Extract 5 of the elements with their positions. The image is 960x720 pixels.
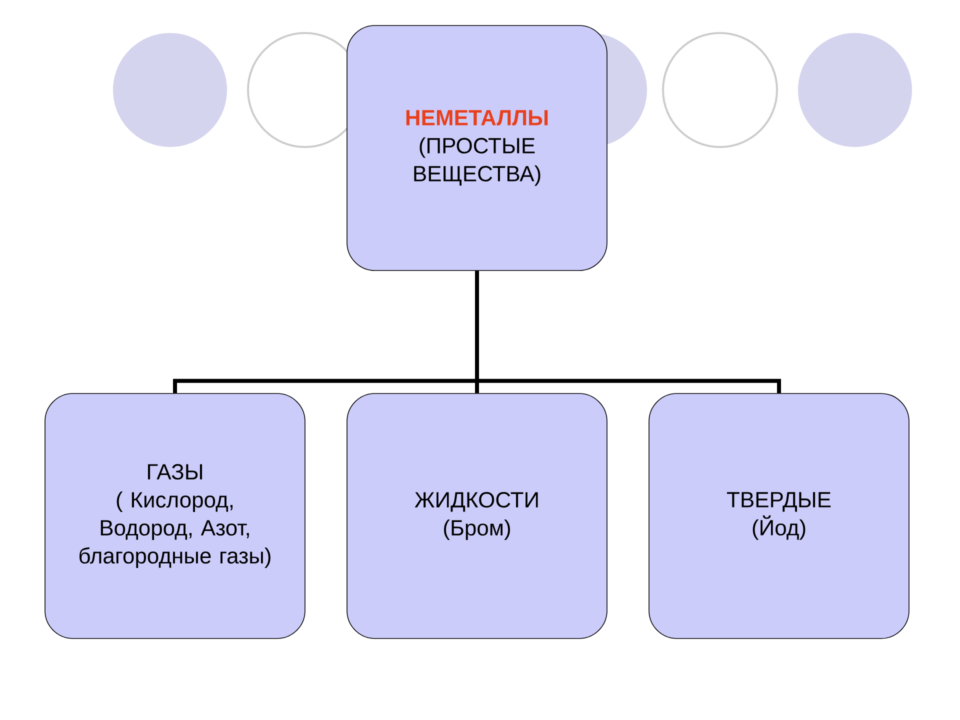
group-box: ЖИДКОСТИ (Бром) — [346, 393, 608, 639]
group-box: ТВЕРДЫЕ (Йод) — [648, 393, 910, 639]
group-box: ГАЗЫ ( Кислород, Водород, Азот, благородные газы) — [44, 393, 306, 639]
connector-line — [475, 270, 782, 394]
category-box: НЕМЕТАЛЛЫ (ПРОСТЫЕ ВЕЩЕСТВА) — [346, 25, 608, 271]
